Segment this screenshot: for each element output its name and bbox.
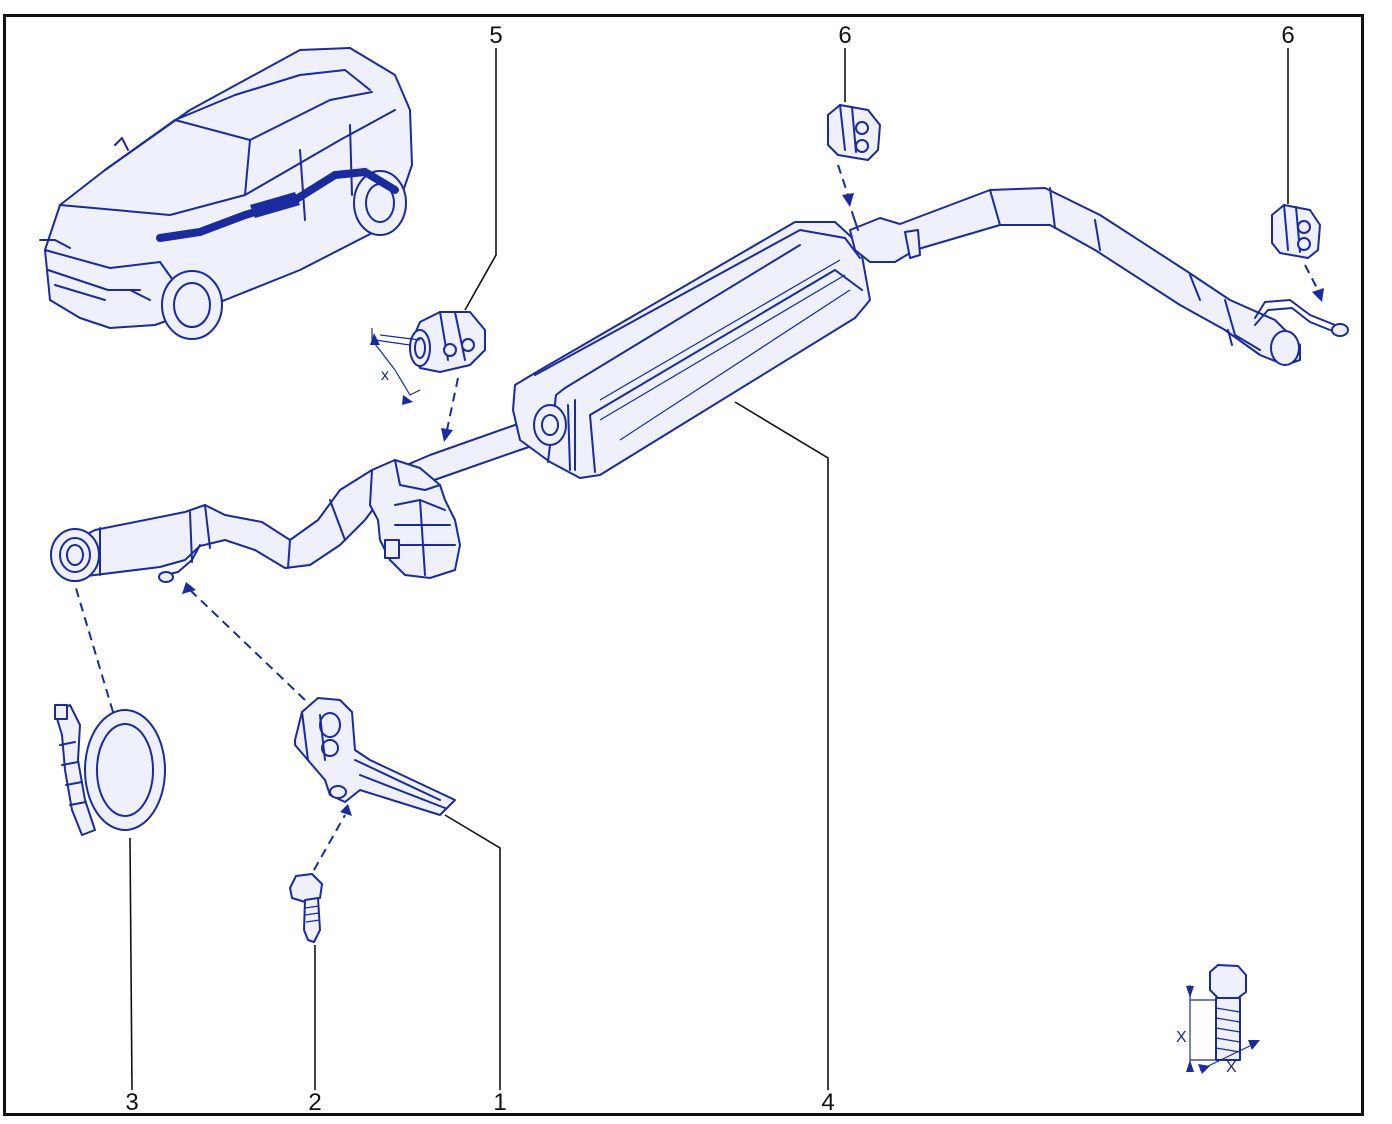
callout-numbers: 5 6 6 3 2 1 4 <box>125 22 1294 1116</box>
clamp-dimension-x: x <box>381 367 389 384</box>
assembly-arrows <box>74 164 1324 871</box>
callout-2: 2 <box>308 1089 321 1116</box>
part-2-bolt <box>289 873 323 943</box>
bolt-dimension-x-vertical: X <box>1176 1029 1187 1046</box>
leader-lines <box>129 48 1289 1091</box>
callout-3: 3 <box>125 1089 138 1116</box>
part-6-mount-rear <box>1271 204 1321 259</box>
bolt-dimension-x-horizontal: X <box>1226 1059 1237 1076</box>
part-1-bracket <box>294 697 456 816</box>
part-3-gasket-sensor <box>54 704 166 836</box>
bolt-dimension-detail: X X <box>1176 964 1260 1076</box>
callout-6-rear: 6 <box>1281 22 1294 49</box>
exhaust-line <box>50 187 1349 583</box>
callout-4: 4 <box>821 1089 834 1116</box>
part-5-clamp: x <box>370 311 486 405</box>
callout-6-center: 6 <box>838 22 851 49</box>
part-6-mount-center <box>827 104 881 161</box>
callout-1: 1 <box>493 1089 506 1116</box>
vehicle-overview <box>39 47 413 340</box>
callout-5: 5 <box>489 22 502 49</box>
